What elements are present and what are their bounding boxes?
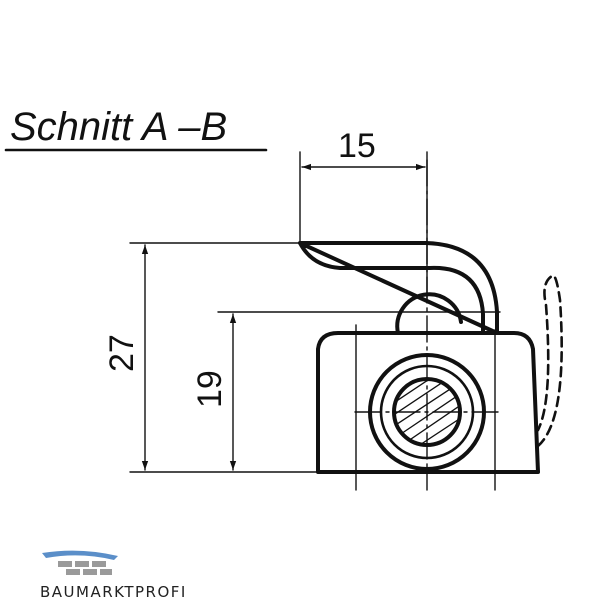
hook-swung-position — [536, 274, 563, 448]
ball-knob — [395, 292, 463, 335]
section-title: Schnitt A –B — [10, 105, 227, 149]
logo-text: BAUMARKTPROFI — [40, 583, 187, 600]
dimension-height-27: 27 — [103, 242, 319, 473]
dimension-label-15: 15 — [338, 127, 376, 165]
dimension-label-27: 27 — [103, 334, 141, 372]
hook-strip — [298, 241, 499, 335]
logo-roof-icon — [42, 550, 118, 560]
baumarktprofi-logo: BAUMARKTPROFI — [40, 550, 187, 600]
dimension-height-19: 19 — [191, 311, 501, 471]
dimension-label-19: 19 — [191, 370, 229, 408]
main-block — [316, 331, 540, 474]
